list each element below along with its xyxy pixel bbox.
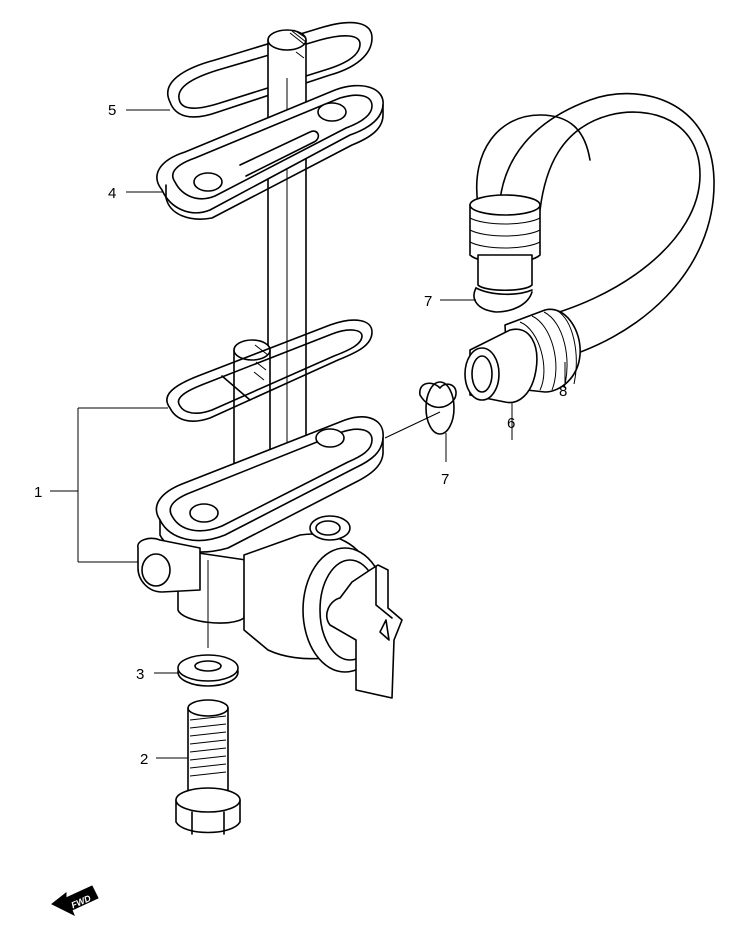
part-2-bolt xyxy=(175,699,241,835)
callout-5: 5 xyxy=(108,102,116,119)
part-7-clip-upper xyxy=(473,287,533,313)
part-6-nozzle xyxy=(464,328,538,404)
callout-4: 4 xyxy=(108,185,116,202)
callout-8: 8 xyxy=(559,383,567,400)
leader-1-bracket xyxy=(50,407,168,563)
fwd-arrow-icon: FWD xyxy=(51,885,99,917)
part-5-gasket xyxy=(167,21,373,118)
callout-6: 6 xyxy=(507,415,515,432)
part-1-fuel-cock-body xyxy=(137,416,403,699)
callout-3: 3 xyxy=(136,666,144,683)
callout-7-upper: 7 xyxy=(424,293,432,310)
part-4-plate xyxy=(156,84,384,220)
part-7-clip-lower xyxy=(419,381,457,435)
upper-strainer-tube xyxy=(267,29,307,492)
alignment-lines xyxy=(207,411,441,648)
callout-7-lower: 7 xyxy=(441,471,449,488)
callout-1: 1 xyxy=(34,484,42,501)
leader-lines xyxy=(50,109,566,759)
part-3-washer xyxy=(177,654,239,687)
callout-2: 2 xyxy=(140,751,148,768)
lower-gasket xyxy=(166,319,373,422)
